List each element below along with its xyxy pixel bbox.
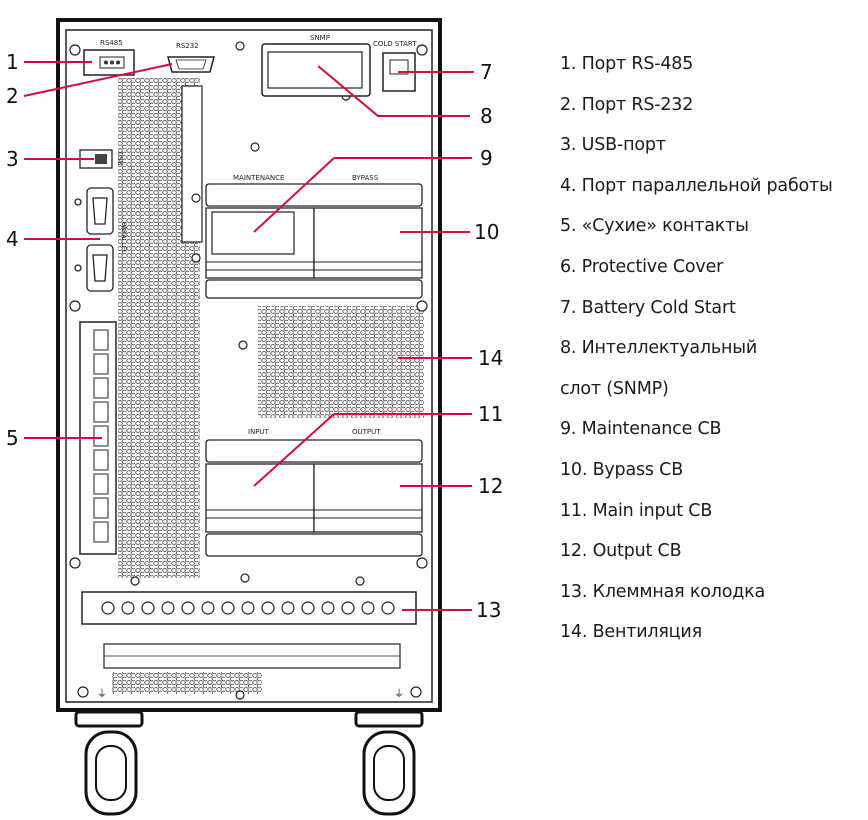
caster-left (74, 710, 144, 816)
main-input-breaker[interactable] (205, 463, 315, 533)
breaker-cover-bottom (205, 279, 423, 299)
ground-right: ⏚ (394, 688, 404, 700)
vent-center (258, 306, 424, 418)
legend-item: 9. Maintenance CB (560, 419, 722, 440)
io-cover-top (205, 439, 423, 463)
vent-bottom (112, 672, 262, 694)
protective-cover-strip (181, 85, 203, 243)
parallel-port-2[interactable] (86, 244, 114, 292)
output-breaker[interactable] (313, 463, 423, 533)
output-label: OUTPUT (352, 428, 381, 436)
bypass-breaker[interactable] (313, 207, 423, 279)
callout-8: 8 (480, 104, 493, 128)
callout-2: 2 (6, 84, 19, 108)
io-cover-bottom (205, 533, 423, 557)
usb-label: USB (116, 152, 124, 165)
callout-12: 12 (478, 474, 503, 498)
maintenance-label: MAINTENANCE (233, 174, 284, 182)
legend-item: 3. USB-порт (560, 135, 666, 156)
parallel-label: PARALLEL (120, 222, 128, 254)
callout-1: 1 (6, 50, 19, 74)
callout-numbers: 1 2 3 4 5 7 8 9 10 14 11 12 13 (6, 50, 503, 622)
legend-item: 7. Battery Cold Start (560, 297, 736, 318)
legend-item: 6. Protective Cover (560, 256, 724, 277)
callout-9: 9 (480, 146, 493, 170)
legend-item: 5. «Сухие» контакты (560, 216, 749, 237)
legend-item: 8. Интеллектуальный (560, 338, 758, 359)
legend-item: 2. Порт RS-232 (560, 94, 694, 115)
legend-item: 12. Output CB (560, 541, 682, 562)
legend-list: 1. Порт RS-485 2. Порт RS-232 3. USB-пор… (560, 50, 833, 659)
callout-5: 5 (6, 426, 19, 450)
snmp-label: SNMP (310, 34, 330, 42)
input-label: INPUT (248, 428, 270, 436)
callout-3: 3 (6, 147, 19, 171)
legend-item: 13. Клеммная колодка (560, 581, 765, 602)
parallel-port-1[interactable] (86, 187, 114, 235)
breaker-cover-top (205, 183, 423, 207)
ups-rear-panel-diagram: RS485 RS232 SNMP COLD START USB PARALLEL… (6, 18, 503, 816)
rs485-label: RS485 (100, 39, 123, 47)
dry-contact-slots (93, 329, 109, 543)
cold-start-label: COLD START (373, 40, 417, 48)
caster-right (354, 710, 424, 816)
rs232-label: RS232 (176, 42, 199, 50)
legend-item: слот (SNMP) (560, 378, 669, 399)
callout-14: 14 (478, 346, 503, 370)
legend-item: 10. Bypass CB (560, 459, 684, 480)
terminal-screws (101, 601, 395, 615)
bypass-label: BYPASS (352, 174, 379, 182)
parallel-port-group (74, 187, 114, 292)
callout-10: 10 (474, 220, 499, 244)
rs232-port[interactable] (167, 56, 215, 73)
callout-7: 7 (480, 60, 493, 84)
ground-left: ⏚ (97, 688, 107, 700)
screws (69, 41, 428, 700)
cabinet-inner (65, 29, 433, 703)
legend-item: 4. Порт параллельной работы (560, 175, 833, 196)
legend-item: 14. Вентиляция (560, 622, 702, 643)
callout-11: 11 (478, 402, 503, 426)
leader-lines (23, 61, 474, 611)
legend-item: 1. Порт RS-485 (560, 54, 694, 74)
legend-item: 11. Main input CB (560, 500, 713, 521)
callout-4: 4 (6, 227, 19, 251)
callout-13: 13 (476, 598, 501, 622)
